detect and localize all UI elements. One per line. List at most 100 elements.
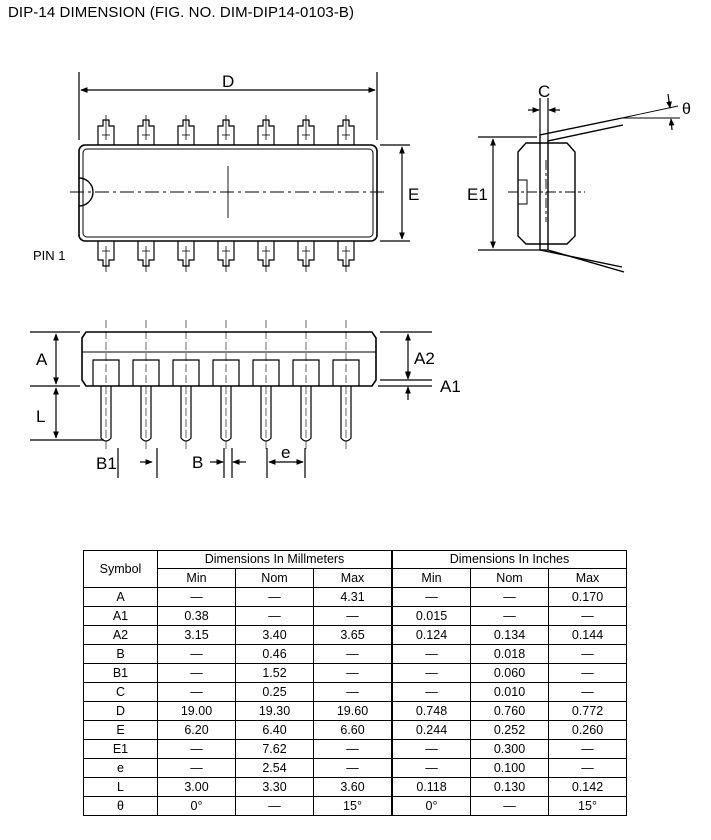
table-cell-symbol: θ bbox=[83, 796, 158, 816]
table-cell-symbol: e bbox=[83, 758, 158, 778]
table-cell-value: 0° bbox=[391, 796, 471, 816]
table-cell-value: 0.748 bbox=[391, 701, 471, 721]
sub-header-in-max: Max bbox=[548, 568, 627, 588]
table-cell-value: 19.30 bbox=[235, 701, 314, 721]
top-view-pins bbox=[97, 115, 355, 272]
table-cell-value: — bbox=[157, 739, 236, 759]
table-cell-value: 0.134 bbox=[470, 625, 549, 645]
table-cell-value: 0.252 bbox=[470, 720, 549, 740]
table-cell-value: — bbox=[391, 644, 471, 664]
front-view-pins bbox=[92, 320, 360, 450]
label-c: C bbox=[538, 82, 550, 101]
table-cell-value: 0.015 bbox=[391, 606, 471, 626]
table-cell-value: — bbox=[391, 663, 471, 683]
table-cell-value: — bbox=[548, 682, 627, 702]
table-cell-value: 0.118 bbox=[391, 777, 471, 797]
sub-header-mm-min: Min bbox=[157, 568, 236, 588]
table-cell-value: — bbox=[313, 682, 393, 702]
table-cell-value: — bbox=[235, 606, 314, 626]
table-cell-symbol: A bbox=[83, 587, 158, 607]
label-d: D bbox=[222, 72, 234, 91]
top-view bbox=[70, 72, 410, 272]
table-row: B—0.46——0.018— bbox=[83, 644, 627, 664]
table-cell-value: 1.52 bbox=[235, 663, 314, 683]
symbol-header: Symbol bbox=[83, 550, 158, 588]
table-cell-value: 3.15 bbox=[157, 625, 236, 645]
table-cell-value: 0.170 bbox=[548, 587, 627, 607]
table-cell-value: — bbox=[470, 606, 549, 626]
table-cell-symbol: B bbox=[83, 644, 158, 664]
label-a1: A1 bbox=[440, 377, 461, 396]
table-cell-value: — bbox=[313, 644, 393, 664]
table-cell-value: 0.38 bbox=[157, 606, 236, 626]
table-cell-value: — bbox=[391, 758, 471, 778]
table-cell-value: 0.142 bbox=[548, 777, 627, 797]
table-cell-value: 0.772 bbox=[548, 701, 627, 721]
table-cell-value: 0.018 bbox=[470, 644, 549, 664]
end-view bbox=[478, 93, 680, 273]
table-cell-symbol: B1 bbox=[83, 663, 158, 683]
table-cell-symbol: A1 bbox=[83, 606, 158, 626]
table-cell-value: 15° bbox=[548, 796, 627, 816]
table-row: A——4.31——0.170 bbox=[83, 587, 627, 607]
table-cell-value: — bbox=[157, 663, 236, 683]
table-cell-value: 0.144 bbox=[548, 625, 627, 645]
label-e: E bbox=[408, 185, 419, 204]
label-pin1: PIN 1 bbox=[33, 248, 66, 263]
table-cell-value: 3.65 bbox=[313, 625, 393, 645]
table-cell-symbol: L bbox=[83, 777, 158, 797]
table-cell-value: 3.30 bbox=[235, 777, 314, 797]
table-cell-value: 0.260 bbox=[548, 720, 627, 740]
table-cell-value: 0.124 bbox=[391, 625, 471, 645]
table-cell-value: 6.20 bbox=[157, 720, 236, 740]
front-view bbox=[30, 320, 432, 478]
table-cell-value: 0.25 bbox=[235, 682, 314, 702]
table-row: C—0.25——0.010— bbox=[83, 682, 627, 702]
sub-header-mm-max: Max bbox=[313, 568, 393, 588]
table-cell-value: 0.300 bbox=[470, 739, 549, 759]
table-cell-value: — bbox=[313, 758, 393, 778]
table-cell-value: 0.46 bbox=[235, 644, 314, 664]
table-cell-value: 19.00 bbox=[157, 701, 236, 721]
table-cell-symbol: D bbox=[83, 701, 158, 721]
table-cell-value: 6.40 bbox=[235, 720, 314, 740]
label-e1: E1 bbox=[467, 185, 488, 204]
table-cell-value: 0.060 bbox=[470, 663, 549, 683]
sub-header-mm-nom: Nom bbox=[235, 568, 314, 588]
table-cell-value: 15° bbox=[313, 796, 393, 816]
table-cell-value: 3.40 bbox=[235, 625, 314, 645]
sub-header-in-min: Min bbox=[391, 568, 471, 588]
table-sub-header-row: Min Nom Max Min Nom Max bbox=[84, 568, 627, 588]
label-pitch: e bbox=[281, 443, 290, 462]
table-cell-value: — bbox=[548, 606, 627, 626]
table-cell-value: — bbox=[157, 682, 236, 702]
table-cell-symbol: C bbox=[83, 682, 158, 702]
group-header-mm: Dimensions In Millmeters bbox=[157, 550, 393, 569]
table-cell-value: 0.760 bbox=[470, 701, 549, 721]
table-cell-value: 4.31 bbox=[313, 587, 393, 607]
table-cell-value: 19.60 bbox=[313, 701, 393, 721]
table-cell-value: — bbox=[313, 606, 393, 626]
table-group-header-row: Symbol Dimensions In Millmeters Dimensio… bbox=[83, 550, 627, 588]
table-cell-value: — bbox=[313, 663, 393, 683]
label-b: B bbox=[192, 453, 203, 472]
sub-header-in-nom: Nom bbox=[470, 568, 549, 588]
table-cell-symbol: E1 bbox=[83, 739, 158, 759]
table-cell-symbol: A2 bbox=[83, 625, 158, 645]
table-cell-value: — bbox=[548, 739, 627, 759]
table-cell-value: 0.130 bbox=[470, 777, 549, 797]
table-cell-value: — bbox=[157, 758, 236, 778]
label-a: A bbox=[36, 350, 48, 369]
table-cell-value: — bbox=[470, 796, 549, 816]
table-cell-value: 0.244 bbox=[391, 720, 471, 740]
table-cell-value: — bbox=[235, 796, 314, 816]
table-cell-value: 0.010 bbox=[470, 682, 549, 702]
table-cell-value: — bbox=[391, 587, 471, 607]
label-l: L bbox=[36, 407, 45, 426]
